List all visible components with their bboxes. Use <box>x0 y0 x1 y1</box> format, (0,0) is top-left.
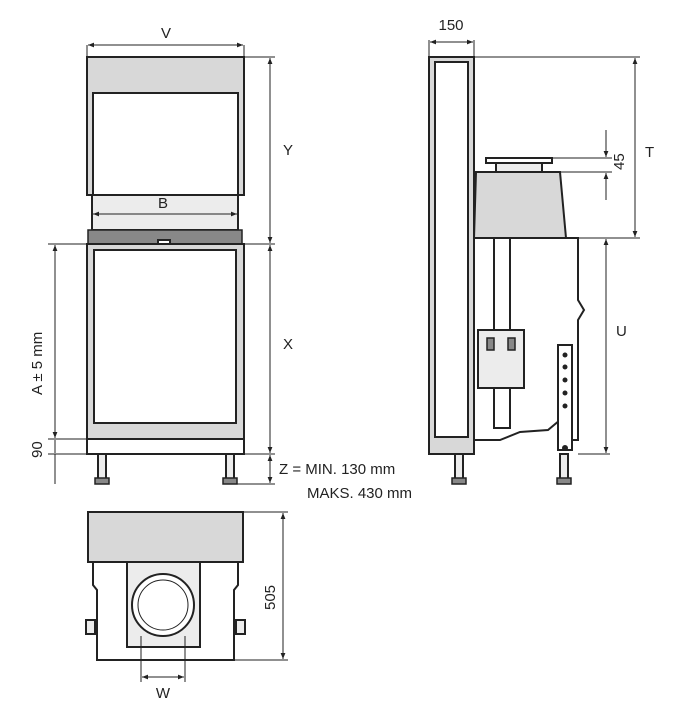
side-view: 150 T 45 U <box>428 17 654 485</box>
label-t: T <box>645 144 654 161</box>
front-leg-left <box>97 453 107 482</box>
front-hood-panel <box>92 92 239 196</box>
top-flue-outer <box>131 573 195 637</box>
front-view: V B Y X Z = MIN. 130 mm MAKS. 430 mm A ±… <box>29 25 412 502</box>
side-flue-flange <box>485 157 553 164</box>
label-z-max: MAKS. 430 mm <box>307 485 412 502</box>
side-leg-front <box>454 453 464 482</box>
label-z-min: Z = MIN. 130 mm <box>279 461 395 478</box>
side-leg-rear <box>559 453 569 482</box>
side-bracket <box>477 329 525 389</box>
front-foot-right <box>222 477 238 485</box>
label-y: Y <box>283 142 293 159</box>
top-flue-inner <box>137 579 189 631</box>
label-v: V <box>161 25 171 42</box>
label-x: X <box>283 336 293 353</box>
label-a: A ± 5 mm <box>29 332 46 395</box>
side-front-inner <box>434 61 469 438</box>
side-collar-box <box>472 171 568 239</box>
top-handle-right <box>235 619 246 635</box>
label-505: 505 <box>262 585 279 610</box>
label-90: 90 <box>29 441 46 458</box>
front-foot-left <box>94 477 110 485</box>
front-leg-right <box>225 453 235 482</box>
top-hood <box>87 511 244 563</box>
label-45: 45 <box>611 153 628 170</box>
label-b: B <box>158 195 168 212</box>
label-w: W <box>156 685 171 702</box>
label-u: U <box>616 323 627 340</box>
label-150: 150 <box>438 17 463 34</box>
top-handle-left <box>85 619 96 635</box>
side-leg-rail <box>557 344 573 451</box>
front-base <box>86 438 245 455</box>
top-view: 505 W <box>85 511 288 702</box>
front-glass <box>93 249 237 424</box>
